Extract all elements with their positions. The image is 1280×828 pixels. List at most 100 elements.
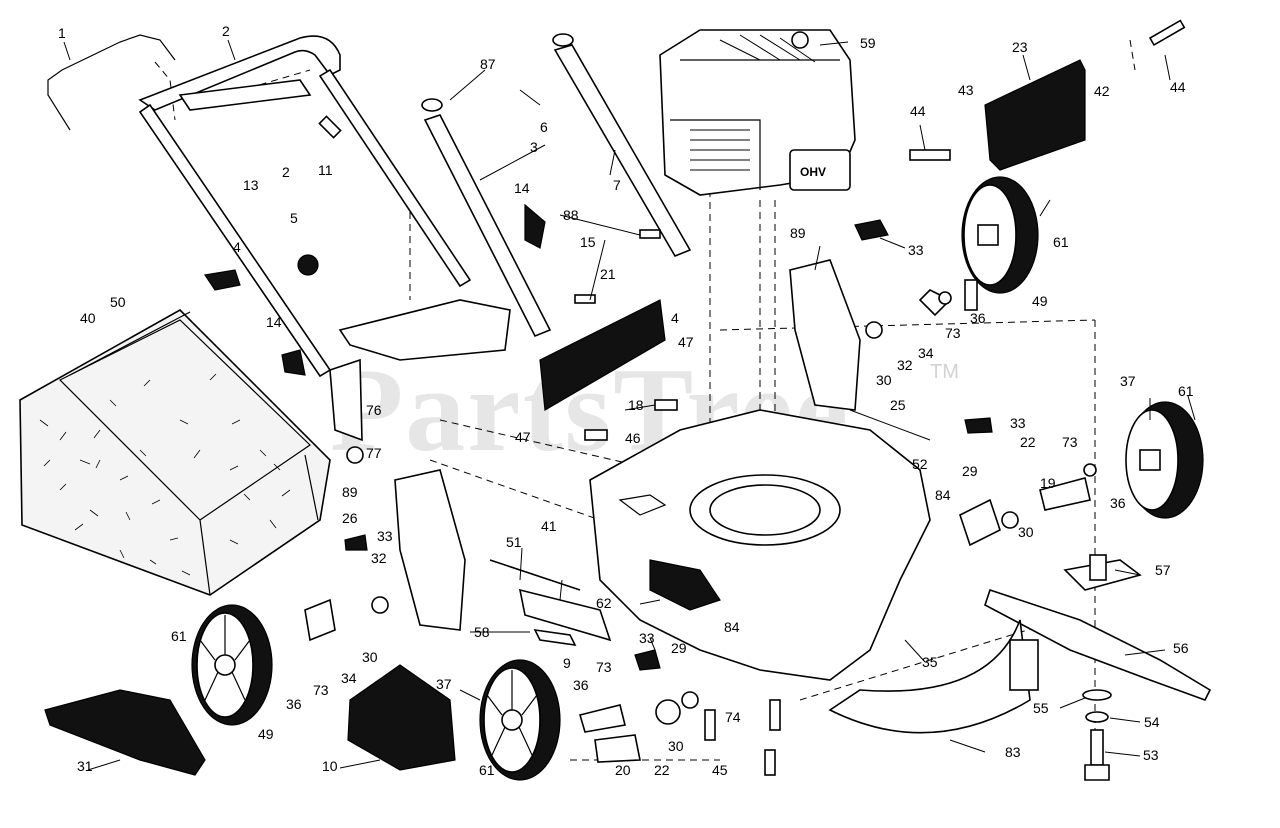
callout: 22 bbox=[654, 762, 670, 778]
side-discharge-cover bbox=[347, 664, 456, 771]
callout: 61 bbox=[479, 762, 495, 778]
callout: 18 bbox=[628, 397, 644, 413]
callout: 84 bbox=[935, 487, 951, 503]
callout: 30 bbox=[668, 738, 684, 754]
wheel-front-left-49 bbox=[191, 604, 273, 726]
discharge-chute bbox=[338, 299, 511, 361]
callout: 40 bbox=[80, 310, 96, 326]
callout: 30 bbox=[362, 649, 378, 665]
callout: 89 bbox=[790, 225, 806, 241]
callout: 61 bbox=[1053, 234, 1069, 250]
small-hardware bbox=[203, 19, 1186, 776]
callout: 51 bbox=[506, 534, 522, 550]
callout: 62 bbox=[596, 595, 612, 611]
engine: OHV bbox=[659, 29, 856, 196]
callout: 84 bbox=[724, 619, 740, 635]
mower-deck bbox=[589, 409, 931, 681]
callout: 19 bbox=[1040, 475, 1056, 491]
callout: 34 bbox=[341, 670, 357, 686]
callout: 49 bbox=[258, 726, 274, 742]
callout: 47 bbox=[515, 429, 531, 445]
callout: 76 bbox=[366, 402, 382, 418]
callout: 46 bbox=[625, 430, 641, 446]
blade-bolt-53 bbox=[1090, 729, 1104, 766]
handle-wire bbox=[47, 34, 176, 131]
rear-flap bbox=[984, 59, 1086, 171]
rear-skirt bbox=[539, 299, 666, 411]
upper-handle-left-leg bbox=[138, 103, 332, 378]
callout: 36 bbox=[286, 696, 302, 712]
callout: 37 bbox=[1120, 373, 1136, 389]
handle-cap-right bbox=[552, 33, 574, 47]
callout: 29 bbox=[671, 640, 687, 656]
callout: 74 bbox=[725, 709, 741, 725]
callout: 33 bbox=[908, 242, 924, 258]
callout: 57 bbox=[1155, 562, 1171, 578]
callout: 89 bbox=[342, 484, 358, 500]
callout: 55 bbox=[1033, 700, 1049, 716]
wheel-rear-right-49 bbox=[961, 176, 1039, 294]
callout: 3 bbox=[530, 139, 538, 155]
grass-bag bbox=[19, 309, 331, 596]
callout: 32 bbox=[897, 357, 913, 373]
callout: 37 bbox=[436, 676, 452, 692]
callout: 26 bbox=[342, 510, 358, 526]
callout: 22 bbox=[1020, 434, 1036, 450]
callout: 87 bbox=[480, 56, 496, 72]
height-adjuster-25 bbox=[789, 259, 861, 411]
callout: 73 bbox=[596, 659, 612, 675]
washer-54 bbox=[1085, 711, 1109, 723]
watermark-tm: TM bbox=[930, 361, 959, 383]
callout: 53 bbox=[1143, 747, 1159, 763]
callout: 34 bbox=[918, 345, 934, 361]
callout: 2 bbox=[282, 164, 290, 180]
callout: 6 bbox=[540, 119, 548, 135]
baffle bbox=[828, 619, 1031, 734]
callout: 5 bbox=[290, 210, 298, 226]
callout: 61 bbox=[1178, 383, 1194, 399]
lower-handle-right bbox=[553, 44, 692, 257]
height-adjuster-26 bbox=[394, 469, 466, 631]
wheel-front-left-37 bbox=[479, 659, 561, 781]
handle-cap-left bbox=[421, 98, 443, 112]
callout: 9 bbox=[563, 655, 571, 671]
callout: 77 bbox=[366, 445, 382, 461]
callout-labels: 1 2 2 13 11 87 6 3 7 59 23 42 44 44 43 1… bbox=[58, 23, 1194, 778]
callout: 33 bbox=[377, 528, 393, 544]
callout: 33 bbox=[1010, 415, 1026, 431]
callout: 45 bbox=[712, 762, 728, 778]
callout: 14 bbox=[514, 180, 530, 196]
callout: 4 bbox=[671, 310, 679, 326]
mulch-plug-62 bbox=[649, 559, 721, 611]
callout: 33 bbox=[639, 630, 655, 646]
callout: 42 bbox=[1094, 83, 1110, 99]
callout: 49 bbox=[1032, 293, 1048, 309]
callout: 44 bbox=[910, 103, 926, 119]
washer-55 bbox=[1082, 689, 1112, 701]
callout: 83 bbox=[1005, 744, 1021, 760]
callout: 52 bbox=[912, 456, 928, 472]
front-skirt bbox=[44, 689, 206, 776]
callout: 36 bbox=[970, 310, 986, 326]
callout: 21 bbox=[600, 266, 616, 282]
leader-lines bbox=[63, 39, 1196, 771]
callout: 36 bbox=[573, 677, 589, 693]
callout: 73 bbox=[313, 682, 329, 698]
callout: 14 bbox=[266, 314, 282, 330]
callout: 50 bbox=[110, 294, 126, 310]
callout: 2 bbox=[222, 23, 230, 39]
upper-handle-right-leg bbox=[318, 68, 472, 288]
callout: 30 bbox=[876, 372, 892, 388]
callout: 36 bbox=[1110, 495, 1126, 511]
callout: 44 bbox=[1170, 79, 1186, 95]
wheel-rear-right-37 bbox=[1125, 401, 1204, 519]
callout: 4 bbox=[233, 239, 241, 255]
callout: 73 bbox=[945, 325, 961, 341]
callout: 30 bbox=[1018, 524, 1034, 540]
callout: 23 bbox=[1012, 39, 1028, 55]
chute-door-76 bbox=[329, 358, 363, 442]
engine-badge: OHV bbox=[800, 165, 826, 179]
callout: 47 bbox=[678, 334, 694, 350]
callout: 59 bbox=[860, 35, 876, 51]
